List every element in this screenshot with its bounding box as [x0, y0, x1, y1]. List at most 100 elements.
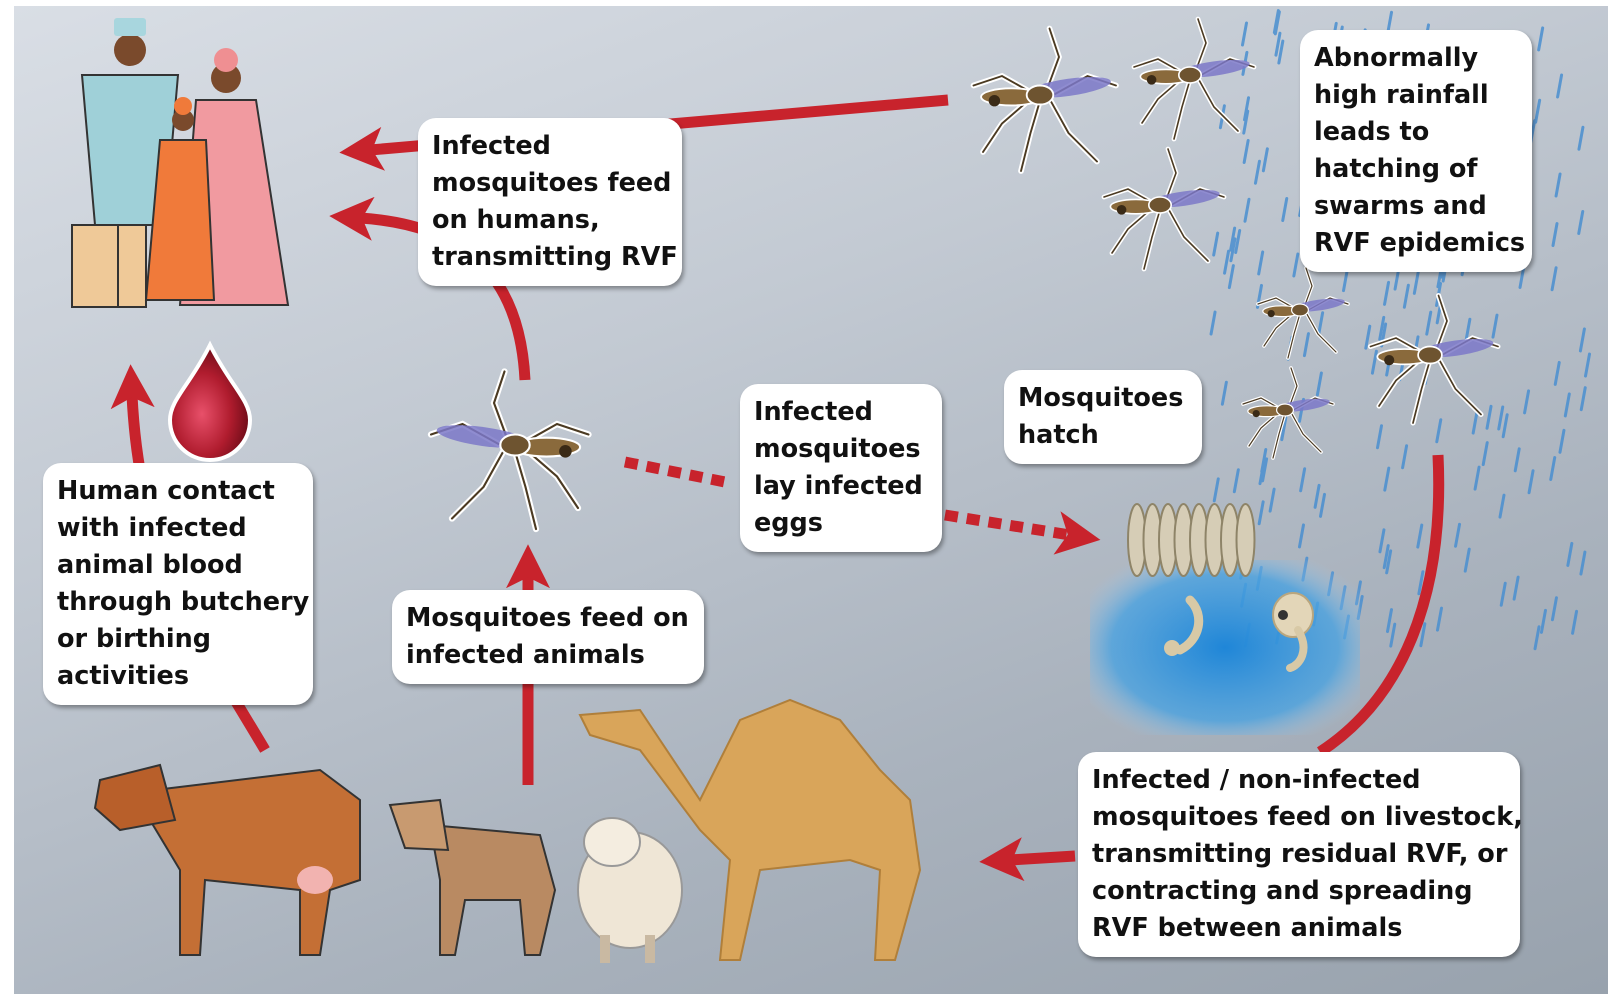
rain-drop	[1558, 75, 1562, 97]
rain-drop	[1404, 285, 1408, 307]
label-line: through butchery	[57, 584, 299, 621]
rain-drop	[1536, 100, 1540, 122]
rain-drop	[1385, 282, 1389, 304]
rain-drop	[1500, 495, 1504, 517]
label-line: mosquitoes feed	[432, 165, 668, 202]
blood-drop-icon	[170, 345, 250, 460]
label-line: contracting and spreading	[1092, 873, 1506, 910]
rain-drop	[1487, 406, 1491, 428]
label-line: lay infected	[754, 468, 928, 505]
rain-drop	[1586, 354, 1590, 376]
rain-drop	[1514, 577, 1518, 599]
rain-drop	[1580, 329, 1584, 351]
label-line: with infected	[57, 510, 299, 547]
label-line: high rainfall	[1314, 77, 1518, 114]
rain-drop	[1565, 394, 1569, 416]
rain-drop	[1553, 224, 1557, 246]
label-line: Infected	[432, 128, 668, 165]
rain-drop	[1427, 312, 1431, 334]
rain-drop	[1483, 443, 1487, 465]
rain-drop	[1372, 351, 1376, 373]
rain-drop	[1501, 583, 1505, 605]
rain-drop	[1573, 611, 1577, 633]
label-infected-mosquitoes-lay-eggs: Infected mosquitoes lay infected eggs	[740, 384, 942, 552]
label-line: animal blood	[57, 547, 299, 584]
label-line: Infected / non-infected	[1092, 762, 1506, 799]
rain-drop	[1568, 543, 1572, 565]
label-line: leads to	[1314, 114, 1518, 151]
mosquito-icon	[1134, 19, 1254, 139]
rain-drop	[1222, 382, 1226, 404]
label-mosquitoes-feed-on-livestock: Infected / non-infected mosquitoes feed …	[1078, 752, 1520, 957]
rain-drop	[1380, 530, 1384, 552]
label-line: transmitting RVF	[432, 239, 668, 276]
rain-drop	[1244, 141, 1248, 163]
family-icon	[72, 18, 288, 307]
rain-drop	[1437, 420, 1441, 442]
label-line: RVF epidemics	[1314, 225, 1518, 262]
rain-drop	[1304, 334, 1308, 356]
rain-drop	[1556, 174, 1560, 196]
label-human-contact-with-animal-blood: Human contact with infected animal blood…	[43, 463, 313, 705]
label-line: RVF between animals	[1092, 910, 1506, 947]
rain-drop	[1503, 415, 1507, 437]
rain-drop	[1236, 231, 1240, 253]
label-mosquitoes-feed-on-infected-animals: Mosquitoes feed on infected animals	[392, 590, 704, 684]
label-line: swarms and	[1314, 188, 1518, 225]
rain-drop	[1552, 268, 1556, 290]
rain-drop	[1294, 254, 1298, 276]
label-line: Abnormally	[1314, 40, 1518, 77]
rain-drop	[1473, 411, 1477, 433]
rain-drop	[1270, 489, 1274, 511]
rain-drop	[1229, 266, 1233, 288]
rain-drop	[1315, 485, 1319, 507]
rain-drop	[1465, 549, 1469, 571]
rain-drop	[1541, 610, 1545, 632]
label-line: infected animals	[406, 637, 690, 674]
label-mosquitoes-hatch: Mosquitoes hatch	[1004, 370, 1202, 464]
label-line: Mosquitoes	[1018, 380, 1188, 417]
label-line: on humans,	[432, 202, 668, 239]
label-line: activities	[57, 658, 299, 695]
rain-drop	[1581, 388, 1585, 410]
rain-drop	[1245, 199, 1249, 221]
label-line: mosquitoes	[754, 431, 928, 468]
rain-drop	[1259, 502, 1263, 524]
label-line: hatch	[1018, 417, 1188, 454]
rain-drop	[1403, 446, 1407, 468]
rain-drop	[1279, 41, 1283, 63]
label-line: eggs	[754, 505, 928, 542]
rain-drop	[1317, 373, 1321, 395]
rain-drop	[1418, 525, 1422, 547]
rain-drop	[1535, 627, 1539, 649]
label-line: Human contact	[57, 473, 299, 510]
rain-drop	[1234, 470, 1238, 492]
rain-drop	[1321, 494, 1325, 516]
rain-drop	[1283, 199, 1287, 221]
rain-drop	[1275, 12, 1279, 34]
label-line: mosquitoes feed on livestock,	[1092, 799, 1506, 836]
rain-drop	[1555, 362, 1559, 384]
rain-drop	[1499, 407, 1503, 429]
goat-icon	[390, 800, 555, 955]
rain-drop	[1299, 525, 1303, 547]
rain-drop	[1301, 469, 1305, 491]
mosquito-icon	[431, 372, 589, 530]
sheep-icon	[578, 818, 682, 963]
rain-drop	[1529, 471, 1533, 493]
mosquito-icon	[1371, 296, 1499, 424]
rain-drop	[1319, 313, 1323, 335]
rain-drop	[1579, 127, 1583, 149]
mosquito-icon	[1258, 268, 1348, 358]
label-line: hatching of	[1314, 151, 1518, 188]
rain-drop	[1385, 468, 1389, 490]
egg	[1237, 504, 1255, 576]
rain-drop	[1414, 271, 1418, 293]
label-line: Mosquitoes feed on	[406, 600, 690, 637]
label-abnormal-rainfall: Abnormally high rainfall leads to hatchi…	[1300, 30, 1532, 272]
rain-drop	[1437, 608, 1441, 630]
rain-drop	[1387, 610, 1391, 632]
rain-drop	[1378, 426, 1382, 448]
rain-drop	[1263, 149, 1267, 171]
rain-drop	[1551, 458, 1555, 480]
